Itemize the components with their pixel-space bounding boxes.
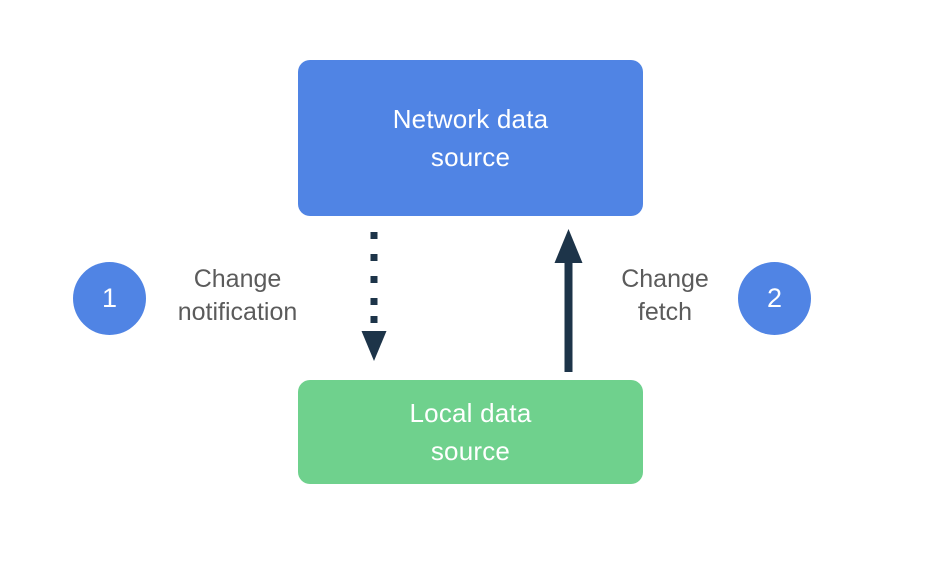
step-badge-1: 1 bbox=[73, 262, 146, 335]
step-badge-2: 2 bbox=[738, 262, 811, 335]
edge-label-change-notification: Change notification bbox=[177, 265, 298, 326]
node-local-data-source: Local data source bbox=[298, 380, 643, 484]
edge-label-change-fetch: Change fetch bbox=[621, 265, 709, 326]
node-network-data-source: Network data source bbox=[298, 60, 643, 216]
change-notification-arrow-icon bbox=[361, 232, 387, 361]
change-fetch-arrow-icon bbox=[554, 229, 583, 372]
